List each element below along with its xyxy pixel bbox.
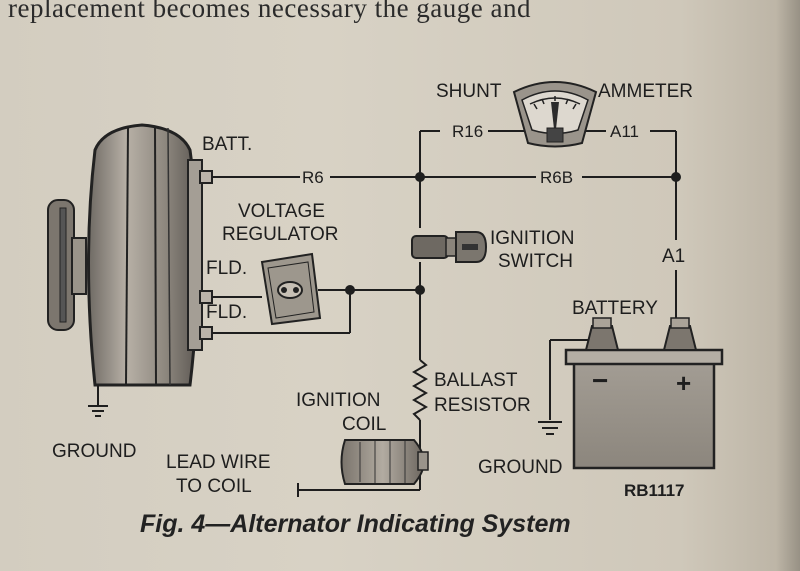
lead-wire-label-line2: TO COIL (176, 476, 252, 497)
battery-plus-sign: + (676, 368, 691, 398)
figure-caption: Fig. 4—Alternator Indicating System (140, 510, 571, 538)
junction-dots (345, 172, 681, 295)
ammeter-gauge (512, 81, 598, 148)
ignition-coil-label-line2: COIL (342, 414, 386, 435)
r6b-wire-label: R6B (540, 168, 573, 187)
ballast-label: BALLAST (434, 370, 518, 391)
wiring (212, 130, 677, 497)
r6-wire-label: R6 (302, 168, 324, 187)
ground-left-label: GROUND (52, 441, 136, 462)
battery-label: BATTERY (572, 298, 658, 319)
a11-wire-label: A11 (610, 122, 639, 141)
ignition-coil (340, 439, 429, 485)
fld-label-2: FLD. (206, 302, 247, 323)
batt-label: BATT. (202, 134, 252, 155)
part-number-label: RB1117 (624, 481, 685, 500)
a1-wire-label: A1 (662, 246, 685, 267)
voltage-label: VOLTAGE (238, 201, 325, 222)
regulator-label: REGULATOR (222, 224, 339, 245)
ignition-switch-label-line2: SWITCH (498, 251, 573, 272)
fld-label-1: FLD. (206, 258, 247, 279)
page-fold-shadow (776, 0, 800, 571)
ground-symbol-left (88, 385, 108, 417)
ground-symbol-right (538, 421, 562, 435)
ignition-coil-label-line1: IGNITION (296, 390, 380, 411)
header-text: replacement becomes necessary the gauge … (8, 0, 532, 23)
resistor-label: RESISTOR (434, 395, 531, 416)
ignition-switch-label-line1: IGNITION (490, 228, 574, 249)
battery-minus-sign: − (592, 365, 608, 396)
battery (564, 317, 724, 470)
ignition-switch (411, 231, 488, 263)
ground-right-label: GROUND (478, 457, 562, 478)
ammeter-label: AMMETER (598, 81, 693, 102)
lead-wire-label-line1: LEAD WIRE (166, 452, 271, 473)
voltage-regulator (260, 252, 322, 326)
alternator (47, 123, 213, 387)
shunt-label: SHUNT (436, 81, 502, 102)
r16-wire-label: R16 (452, 122, 483, 141)
